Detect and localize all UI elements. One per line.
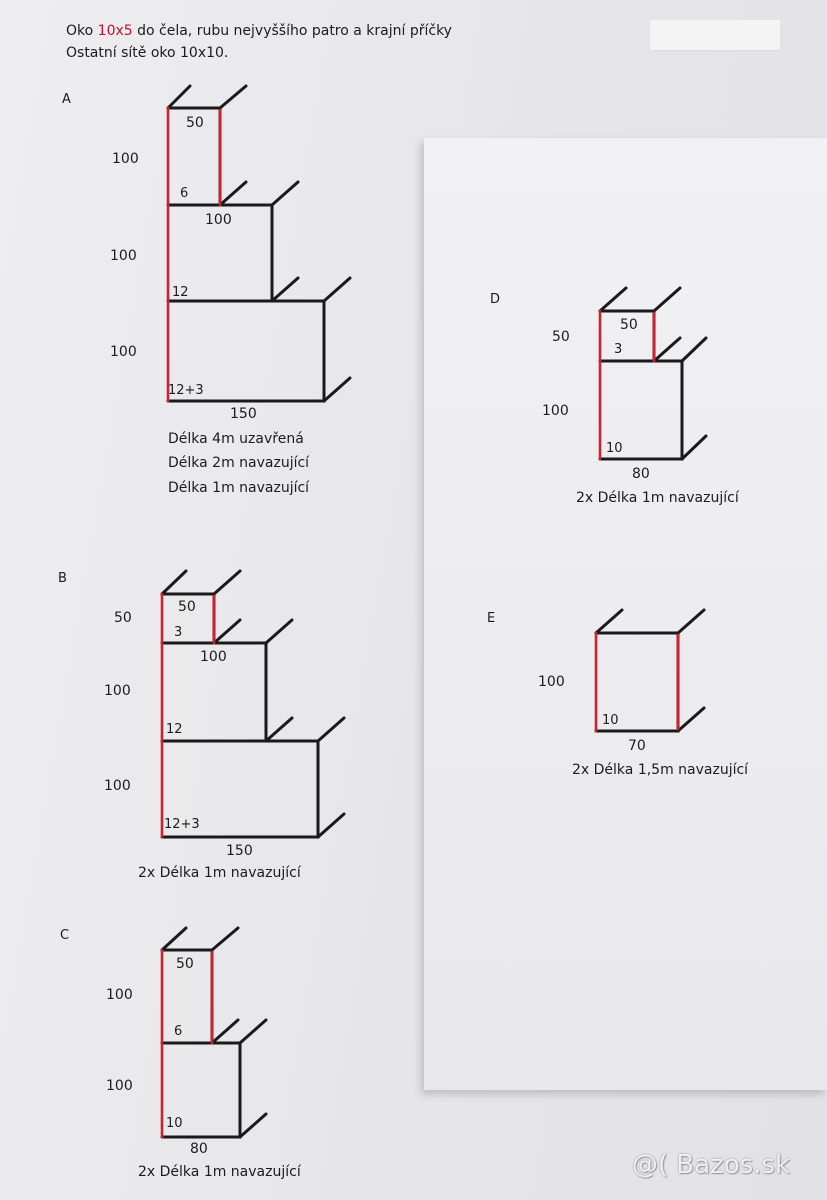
shape-b-letter: B [58, 571, 67, 586]
shape-c-dim-w-bottom: 80 [190, 1141, 208, 1157]
shape-d-caption: 2x Délka 1m navazující [576, 490, 740, 506]
shape-e-dim-w-bottom: 70 [628, 738, 646, 754]
shape-d-label-n1: 3 [614, 342, 622, 357]
shape-a-dim-w-mid: 100 [205, 212, 232, 228]
shape-a-label-n3: 12+3 [168, 383, 204, 398]
shape-d-bottom-box [598, 359, 684, 461]
shape-e: E 100 70 10 2x Délka 1,5m navazující [487, 608, 749, 778]
shape-d-letter: D [490, 292, 500, 307]
shape-b-mid-depth-top [264, 618, 294, 645]
shape-c-bottom-depth-bottom [238, 1112, 268, 1139]
shape-d-top-depth-bottom [652, 336, 682, 363]
shape-a-bottom-depth-bottom [322, 376, 352, 403]
shape-b-dim-w-mid: 100 [200, 649, 227, 665]
shape-b-label-n2: 12 [166, 722, 183, 737]
shape-d-dim-left-bottom: 100 [542, 403, 569, 419]
shape-a-dim-left-mid: 100 [110, 248, 137, 264]
shape-d-bottom-depth-bottom [680, 434, 708, 461]
shape-d-top-depth-right [652, 286, 682, 313]
shape-e-depth-top-right [676, 608, 706, 635]
shape-e-depth-bottom-right [676, 706, 706, 733]
shape-a-top-depth-bottom [218, 180, 248, 207]
shape-b-dim-w-top: 50 [178, 599, 196, 615]
shape-a-dim-w-top: 50 [186, 115, 204, 131]
tape-strip [650, 20, 780, 50]
shape-c-letter: C [60, 928, 69, 943]
shape-b-caption: 2x Délka 1m navazující [138, 865, 302, 881]
shape-c-top-depth-bottom [210, 1018, 240, 1045]
shape-a-caption-2: Délka 2m navazující [168, 455, 310, 471]
shape-c-top-depth-right [210, 926, 240, 952]
shape-d-dim-left-top: 50 [552, 329, 570, 345]
shape-a-dim-w-bottom: 150 [230, 406, 257, 422]
shape-e-dim-left: 100 [538, 674, 565, 690]
shape-c-label-n1: 6 [174, 1024, 182, 1039]
shape-a-mid-depth-top [270, 180, 300, 207]
shape-c-top-depth-left [160, 926, 188, 952]
header-notes: Oko 10x5 do čela, rubu nejvyššího patro … [66, 20, 452, 64]
shape-b-dim-left-top: 50 [114, 610, 132, 626]
shape-a: A 100 100 100 50 100 150 6 12 12+3 Délka… [62, 84, 352, 496]
shape-a-letter: A [62, 92, 71, 107]
shape-b-top-depth-left [160, 569, 188, 596]
paper-front-sheet [424, 138, 827, 1090]
shape-b-dim-w-bottom: 150 [226, 843, 253, 859]
shape-b-label-n1: 3 [174, 625, 182, 640]
shape-c-dim-left-top: 100 [106, 987, 133, 1003]
shape-b-top-depth-bottom [212, 618, 242, 645]
shape-a-top-depth-right [218, 84, 248, 110]
shape-a-dim-left-top: 100 [112, 151, 139, 167]
shape-b-label-n3: 12+3 [164, 817, 200, 832]
shape-b-mid-depth-bottom [264, 716, 294, 743]
shape-b-bottom-box [160, 739, 320, 839]
shape-c: C 100 100 50 80 6 10 2x Délka 1m navazuj… [60, 926, 302, 1180]
shape-d-label-n2: 10 [606, 441, 623, 456]
shape-a-caption-1: Délka 4m uzavřená [168, 431, 304, 447]
shape-c-label-n2: 10 [166, 1116, 183, 1131]
shape-a-top-depth-left [166, 84, 192, 110]
shape-e-depth-left [594, 608, 624, 635]
header-line-1-start: Oko [66, 23, 98, 39]
shape-e-caption: 2x Délka 1,5m navazující [572, 762, 749, 778]
shape-d-dim-w-bottom: 80 [632, 466, 650, 482]
shape-a-bottom-box [166, 299, 326, 403]
shape-d: D 50 100 50 80 3 10 2x Délka 1m navazují… [490, 286, 740, 506]
header-mesh-highlight: 10x5 [97, 23, 133, 39]
shape-a-caption-3: Délka 1m navazující [168, 480, 310, 496]
shape-a-label-n1: 6 [180, 186, 188, 201]
shape-e-label-n1: 10 [602, 713, 619, 728]
shape-c-caption: 2x Délka 1m navazující [138, 1164, 302, 1180]
shape-c-bottom-depth-top [238, 1018, 268, 1045]
shape-b-dim-left-bottom: 100 [104, 778, 131, 794]
header-line-1-end: do čela, rubu nejvyššího patro a krajní … [132, 23, 452, 39]
header-line-2: Ostatní sítě oko 10x10. [66, 45, 229, 61]
shape-d-dim-w-top: 50 [620, 317, 638, 333]
shape-b-dim-left-mid: 100 [104, 683, 131, 699]
shape-a-dim-left-bottom: 100 [110, 344, 137, 360]
shape-d-top-depth-left [598, 286, 628, 313]
header-line-1: Oko 10x5 do čela, rubu nejvyššího patro … [66, 20, 452, 42]
shape-c-dim-left-bottom: 100 [106, 1078, 133, 1094]
shape-b-bottom-depth-bottom [316, 812, 346, 839]
shape-b-bottom-depth-top [316, 716, 346, 743]
shape-d-bottom-depth-top [680, 336, 708, 363]
shape-a-label-n2: 12 [172, 285, 189, 300]
shape-b: B 50 100 100 50 100 150 3 12 12+3 2x Dél… [58, 569, 346, 881]
bazos-watermark: @( Bazos.sk [632, 1150, 791, 1180]
shape-a-mid-depth-bottom [270, 276, 300, 303]
shape-a-bottom-depth-top [322, 276, 352, 303]
shape-b-top-depth-right [212, 569, 242, 596]
shape-c-dim-w-top: 50 [176, 956, 194, 972]
shape-e-letter: E [487, 611, 495, 626]
shape-c-bottom-box [160, 1041, 242, 1139]
